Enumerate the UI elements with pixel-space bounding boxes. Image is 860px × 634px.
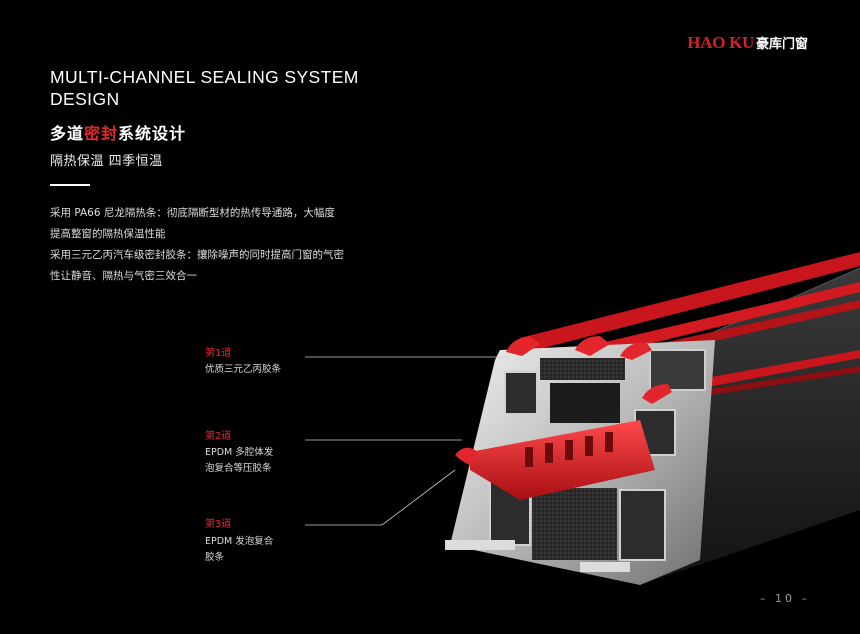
title-cn-pre: 多道	[50, 124, 85, 143]
description-line: 性让静音、隔热与气密三效合一	[50, 270, 197, 282]
foam-core-top	[540, 358, 625, 380]
description-line: 采用三元乙丙汽车级密封胶条：攘除噪声的同时提高门窗的气密	[50, 249, 344, 261]
brand-name-en: HAO KU	[687, 33, 754, 52]
brand-logo: HAO KU 豪库门窗	[687, 33, 808, 53]
channel-1-title: 第1道	[205, 348, 232, 359]
channel-3-desc-line1: EPDM 发泡复合	[205, 536, 274, 547]
channel-2-title: 第2道	[205, 431, 232, 442]
gasket-top-left	[506, 336, 540, 356]
channel-2-desc-line2: 泡复合等压胶条	[205, 463, 272, 474]
title-divider	[50, 184, 90, 186]
description-line: 采用 PA66 尼龙隔热条：彻底隔断型材的热传导通路，大幅度	[50, 207, 335, 219]
leader-line-3	[305, 469, 456, 526]
foam-core-bottom	[532, 488, 617, 560]
title-cn-post: 系统设计	[118, 124, 187, 143]
brand-name-cn: 豪库门窗	[755, 37, 808, 52]
channel-3-title: 第3道	[205, 519, 232, 530]
page-title-cn: 多道密封系统设计	[50, 120, 186, 144]
page-number: – 10 –	[760, 592, 810, 605]
channel-3-desc-line2: 胶条	[205, 552, 225, 563]
channel-2-desc-line1: EPDM 多腔体发	[205, 447, 274, 458]
title-cn-highlight: 密封	[84, 124, 119, 143]
page-subtitle: 隔热保温 四季恒温	[50, 154, 163, 169]
description-text: 采用 PA66 尼龙隔热条：彻底隔断型材的热传导通路，大幅度 提高整窗的隔热保温…	[50, 203, 390, 287]
page-number-value: 10	[775, 592, 795, 605]
description-line: 提高整窗的隔热保温性能	[50, 228, 166, 240]
gasket-strip-top	[520, 252, 860, 352]
page-title-en: MULTI-CHANNEL SEALING SYSTEM DESIGN	[50, 67, 359, 109]
channel-1-desc: 优质三元乙丙胶条	[205, 364, 282, 375]
